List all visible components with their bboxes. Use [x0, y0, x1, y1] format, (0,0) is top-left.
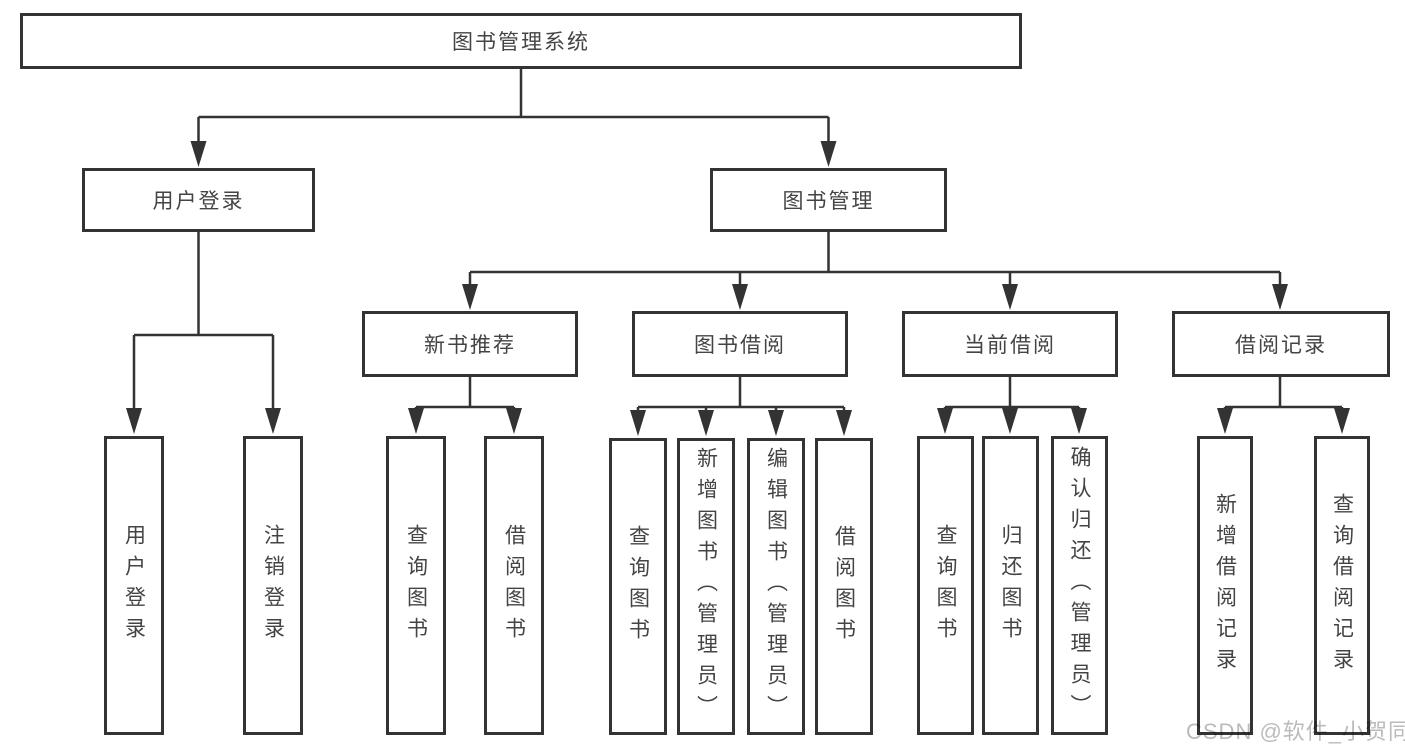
leaf-recommend-borrow-books: 借阅图书 [484, 436, 544, 735]
leaf-borrowing-edit-books-admin: 编辑图书（管理员） [747, 438, 805, 735]
leaf-borrowing-borrow-books: 借阅图书 [815, 438, 873, 735]
leaf-borrowing-add-books-admin: 新增图书（管理员） [677, 438, 735, 735]
leaf-borrowing-query-books: 查询图书 [609, 438, 667, 735]
leaf-current-query-books: 查询图书 [917, 436, 974, 735]
leaf-current-confirm-return-admin: 确认归还（管理员） [1051, 436, 1108, 735]
node-book-borrowing: 图书借阅 [632, 311, 848, 377]
node-user-login: 用户登录 [82, 168, 315, 232]
node-borrowing-records: 借阅记录 [1172, 311, 1390, 377]
leaf-recommend-query-books: 查询图书 [386, 436, 446, 735]
leaf-current-return-books: 归还图书 [982, 436, 1039, 735]
leaf-records-query-record: 查询借阅记录 [1314, 436, 1370, 735]
leaf-user-login: 用户登录 [104, 436, 164, 735]
node-new-book-recommend: 新书推荐 [362, 311, 578, 377]
leaf-records-add-record: 新增借阅记录 [1197, 436, 1253, 735]
csdn-watermark: CSDN @软件_小贺同学 [1186, 719, 1405, 744]
node-current-borrowing: 当前借阅 [902, 311, 1118, 377]
node-library-management-system: 图书管理系统 [20, 13, 1022, 69]
node-book-management: 图书管理 [710, 168, 947, 232]
leaf-logout: 注销登录 [243, 436, 303, 735]
